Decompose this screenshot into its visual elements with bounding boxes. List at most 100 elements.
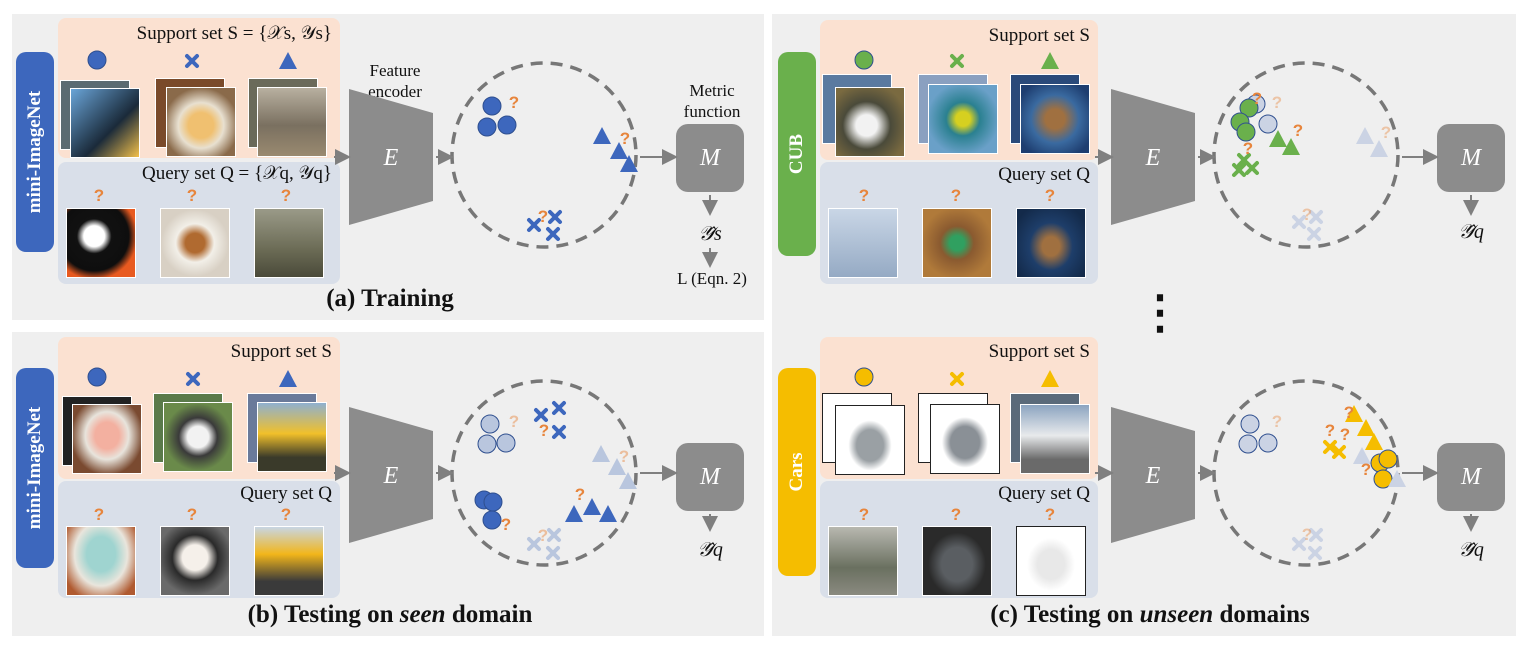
support-image-bowl bbox=[72, 404, 142, 474]
query-mark: ? bbox=[1325, 421, 1335, 440]
class-circle-marker bbox=[1238, 434, 1258, 454]
class-cross-marker bbox=[534, 408, 548, 422]
support-image-tank bbox=[257, 87, 327, 157]
class-circle-marker bbox=[497, 115, 517, 135]
support-image-van bbox=[1020, 404, 1090, 474]
class-triangle-marker bbox=[1353, 447, 1371, 464]
class-cross-marker bbox=[1309, 210, 1323, 224]
query-mark: ? bbox=[538, 207, 548, 226]
query-mark: ? bbox=[1302, 525, 1312, 544]
support-image-suv bbox=[930, 404, 1000, 474]
query-mark: ? bbox=[859, 186, 869, 205]
support-image-jay bbox=[928, 84, 998, 154]
support-class-triangle-marker bbox=[279, 52, 297, 69]
support-class-triangle-marker bbox=[1041, 52, 1059, 69]
support-class-cross-marker bbox=[950, 54, 964, 68]
class-triangle-marker bbox=[565, 505, 583, 522]
query-set-title-b: Query set Q bbox=[240, 483, 332, 504]
query-mark: ? bbox=[187, 186, 197, 205]
query-image-jay bbox=[922, 208, 992, 278]
class-circle-marker bbox=[1240, 414, 1260, 434]
support-set-title-b: Support set S bbox=[230, 341, 332, 362]
query-mark: ? bbox=[575, 485, 585, 504]
class-cross-marker bbox=[552, 425, 566, 439]
feature-encoder-label: Feature encoder bbox=[368, 61, 422, 101]
class-cross-marker bbox=[1232, 163, 1246, 177]
query-image-soup bbox=[160, 208, 230, 278]
query-set-title-cub: Query set Q bbox=[998, 164, 1090, 185]
class-triangle-marker bbox=[1282, 138, 1300, 155]
query-mark: ? bbox=[619, 447, 629, 466]
query-mark: ? bbox=[1272, 93, 1282, 112]
class-circle-marker bbox=[496, 433, 516, 453]
class-triangle-marker bbox=[608, 458, 626, 475]
class-cross-marker bbox=[1323, 440, 1337, 454]
class-circle-marker bbox=[482, 510, 502, 530]
class-cross-marker bbox=[546, 546, 560, 560]
class-cross-marker bbox=[1307, 227, 1321, 241]
ellipsis: ⋮ bbox=[1137, 287, 1183, 338]
query-mark: ? bbox=[1272, 412, 1282, 431]
query-image-albatross-flying bbox=[828, 208, 898, 278]
class-circle-marker bbox=[483, 492, 503, 512]
query-mark: ? bbox=[94, 186, 104, 205]
caption-testing-seen: (b) Testing on seen domain bbox=[247, 601, 533, 628]
class-circle-marker bbox=[1236, 122, 1256, 142]
query-mark: ? bbox=[1381, 123, 1391, 142]
query-mark: ? bbox=[538, 526, 548, 545]
support-class-triangle-marker bbox=[279, 370, 297, 387]
support-image-sedan bbox=[835, 405, 905, 475]
class-cross-marker bbox=[1309, 528, 1323, 542]
support-set-title-a: Support set S = {𝒳s, 𝒴s} bbox=[136, 23, 332, 44]
dataset-tag-cars: Cars bbox=[778, 368, 816, 576]
feature-encoder-cars bbox=[1111, 407, 1195, 543]
class-circle-marker bbox=[482, 96, 502, 116]
metric-function-box-b: M bbox=[676, 443, 744, 511]
class-circle-marker bbox=[1258, 433, 1278, 453]
output-label-b: 𝒴̂q bbox=[697, 539, 723, 561]
feature-encoder-a-symbol: E bbox=[383, 145, 399, 171]
class-circle-marker bbox=[480, 414, 500, 434]
class-triangle-marker bbox=[610, 142, 628, 159]
query-image-van bbox=[1016, 526, 1086, 596]
support-set-title-cub: Support set S bbox=[988, 25, 1090, 46]
class-cross-marker bbox=[547, 528, 561, 542]
class-triangle-marker bbox=[620, 155, 638, 172]
query-mark: ? bbox=[281, 186, 291, 205]
class-triangle-marker bbox=[1357, 419, 1375, 436]
query-mark: ? bbox=[951, 186, 961, 205]
support-image-soup bbox=[166, 87, 236, 157]
class-cross-marker bbox=[1245, 161, 1259, 175]
class-triangle-marker bbox=[1370, 140, 1388, 157]
query-mark: ? bbox=[281, 505, 291, 524]
query-mark: ? bbox=[1045, 505, 1055, 524]
query-mark: ? bbox=[859, 505, 869, 524]
class-cross-marker bbox=[548, 210, 562, 224]
class-cross-marker bbox=[1292, 215, 1306, 229]
query-mark: ? bbox=[1243, 139, 1253, 158]
class-triangle-marker bbox=[619, 472, 637, 489]
output-label-cars: 𝒴̂q bbox=[1458, 539, 1484, 561]
query-image-schoolbus bbox=[254, 526, 324, 596]
query-mark: ? bbox=[1340, 425, 1350, 444]
query-image-sedan bbox=[828, 526, 898, 596]
class-circle-marker bbox=[1239, 98, 1259, 118]
query-image-husky bbox=[160, 526, 230, 596]
class-cross-marker bbox=[546, 227, 560, 241]
class-triangle-marker bbox=[1269, 130, 1287, 147]
query-mark: ? bbox=[539, 421, 549, 440]
query-mark: ? bbox=[187, 505, 197, 524]
class-circle-marker bbox=[1378, 449, 1398, 469]
support-class-triangle-marker bbox=[1041, 370, 1059, 387]
caption-testing-unseen: (c) Testing on unseen domains bbox=[990, 601, 1310, 628]
query-mark: ? bbox=[501, 515, 511, 534]
query-mark: ? bbox=[620, 129, 630, 148]
dataset-tag-miniimagenet-b: mini-ImageNet bbox=[16, 368, 54, 568]
support-class-circle-marker bbox=[854, 50, 874, 70]
query-set-title-a: Query set Q = {𝒳q, 𝒴q} bbox=[142, 163, 332, 184]
support-image-husky bbox=[163, 402, 233, 472]
class-triangle-marker bbox=[1365, 433, 1383, 450]
query-image-bowl bbox=[66, 526, 136, 596]
feature-encoder-b-symbol: E bbox=[383, 463, 399, 489]
class-cross-marker bbox=[552, 401, 566, 415]
